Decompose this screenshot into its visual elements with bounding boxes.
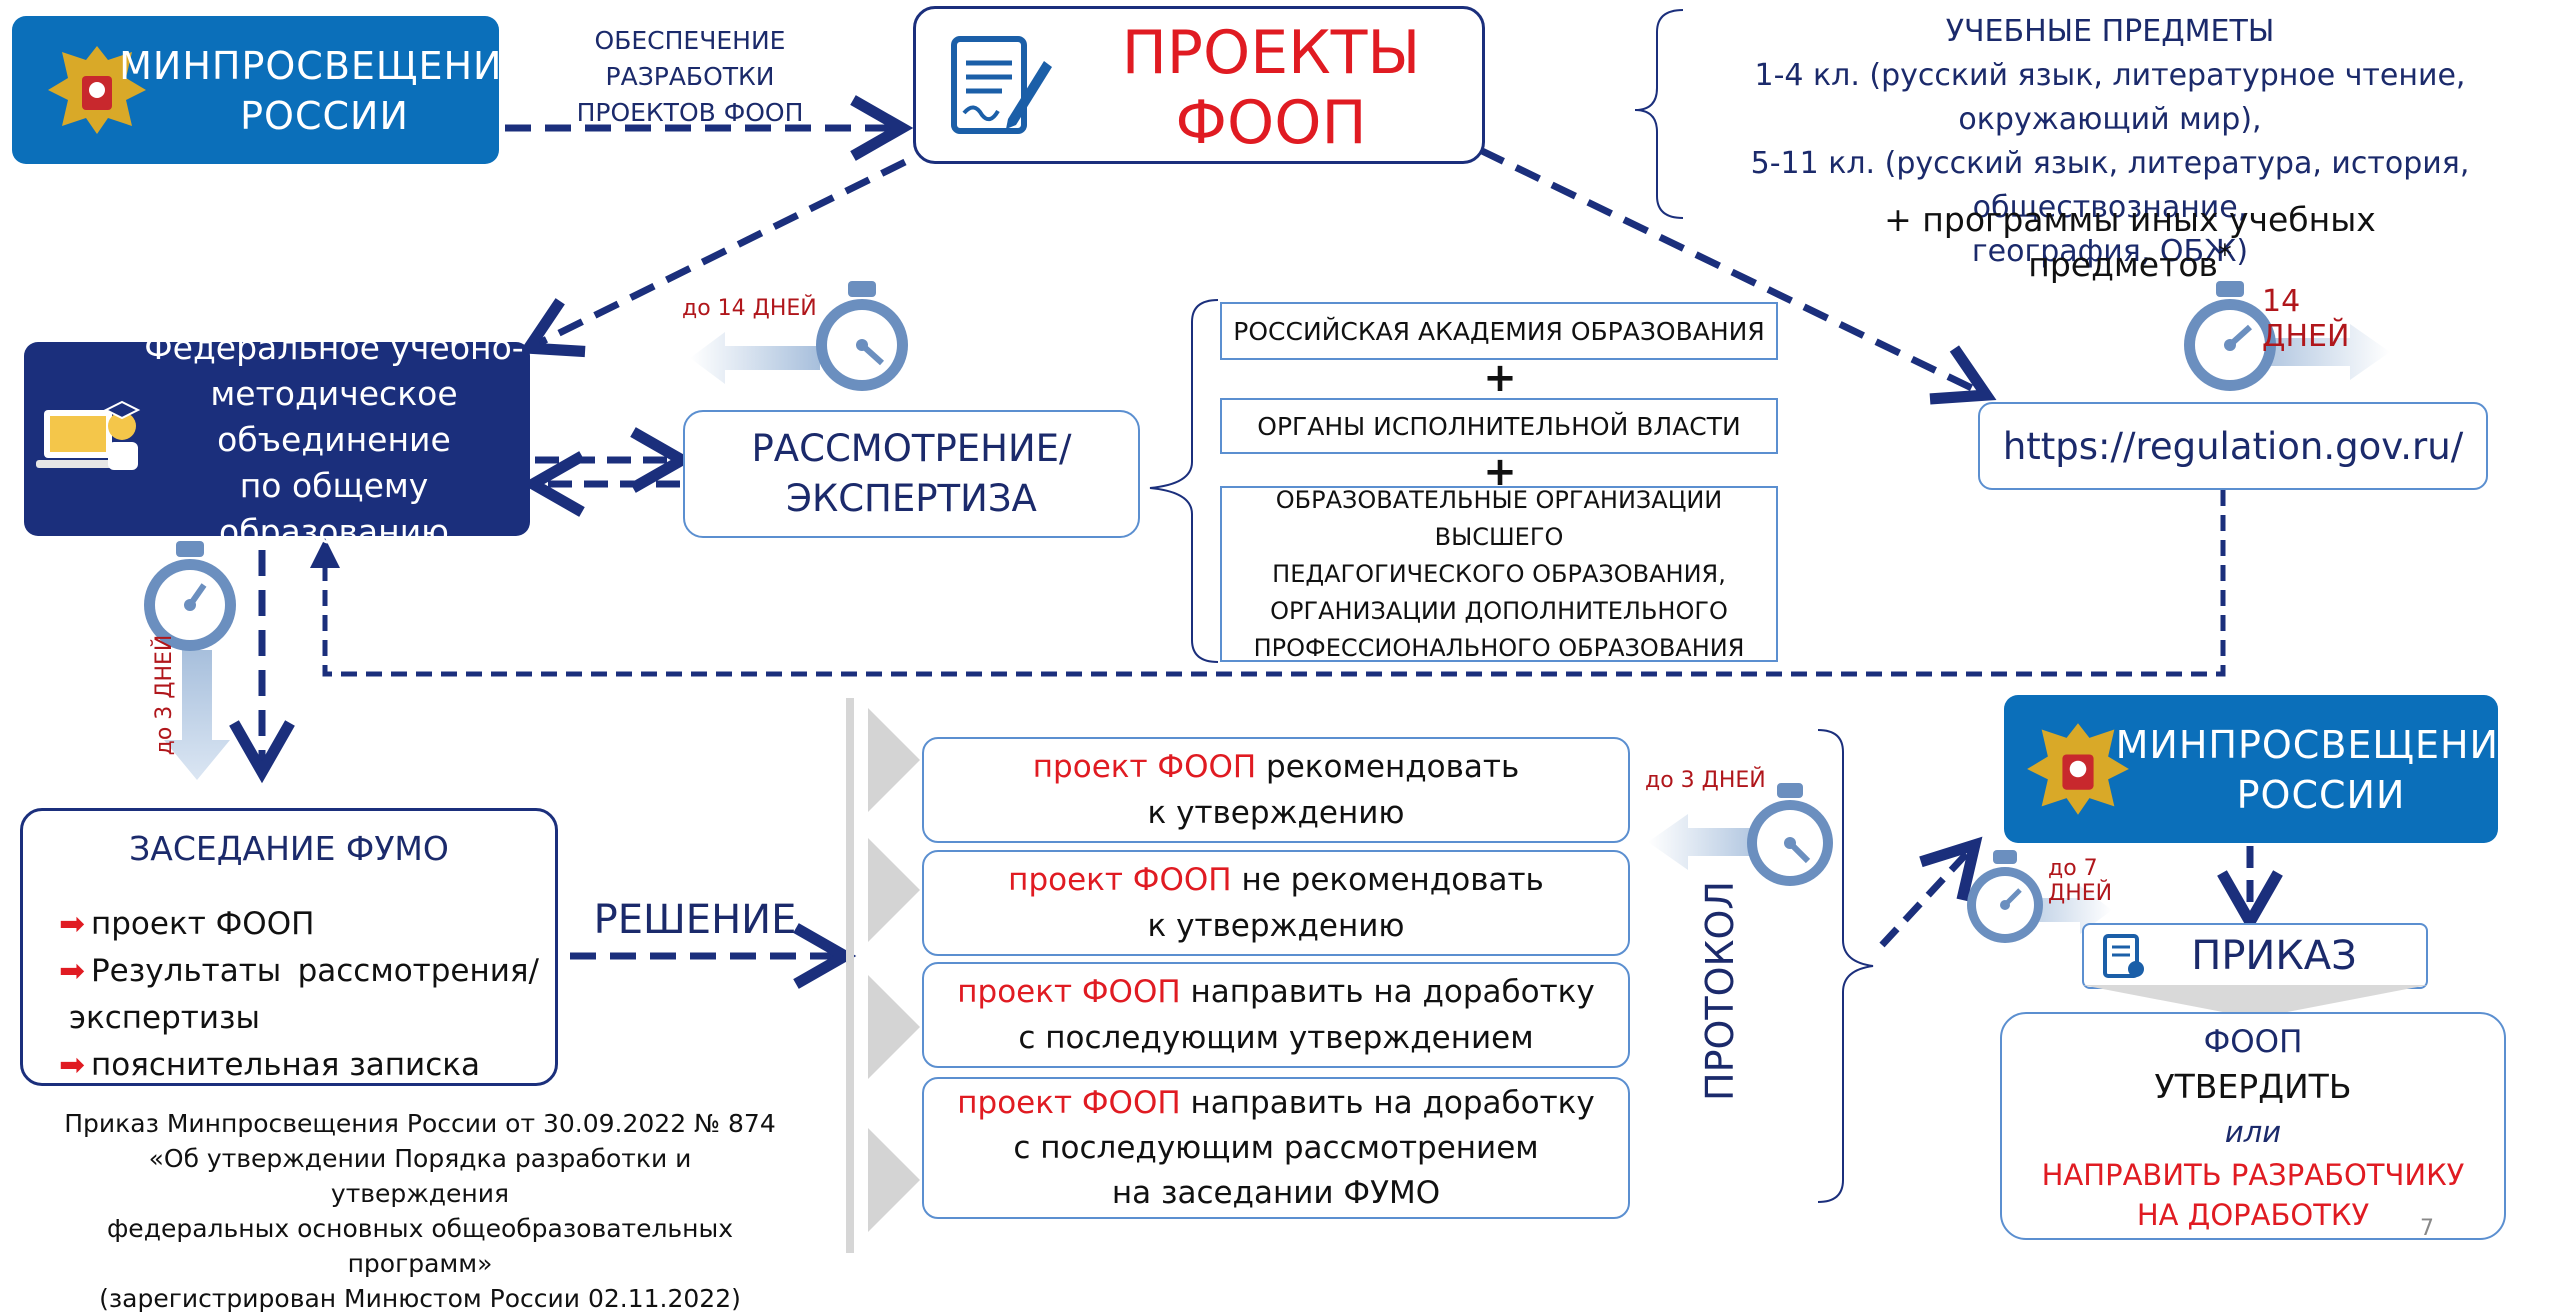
connector-layer <box>144 9 2390 1253</box>
stopwatch-icon <box>1967 850 2043 943</box>
timer-arrow-regulation <box>2250 324 2390 380</box>
review-line2: ЭКСПЕРТИЗА <box>786 477 1037 520</box>
timer-arrow-meeting <box>164 650 230 780</box>
expert-authorities: ОРГАНЫ ИСПОЛНИТЕЛЬНОЙ ВЛАСТИ <box>1220 398 1778 454</box>
chevron <box>868 1128 920 1232</box>
brace-subjects <box>1634 9 1684 219</box>
decision-separator <box>846 698 854 1253</box>
subjects-extra-text: + программы иных учебных предметов <box>1884 200 2376 284</box>
coat-of-arms-icon <box>48 46 146 134</box>
ministry-bottom-line1: МИНПРОСВЕЩЕНИЯ <box>2115 723 2527 767</box>
footnote-line4: (зарегистрирован Минюстом России 02.11.2… <box>99 1284 741 1313</box>
stopwatch-icon <box>1747 783 1833 886</box>
meeting-item: ➡пояснительная записка <box>59 1042 549 1089</box>
decision-option-3: проект ФООП направить на доработку с пос… <box>922 962 1630 1068</box>
result-line2: УТВЕРДИТЬ <box>2154 1067 2352 1106</box>
chevron <box>868 975 920 1079</box>
review-line1: РАССМОТРЕНИЕ/ <box>751 427 1072 470</box>
decision-option-1: проект ФООП рекомендовать к утверждению <box>922 737 1630 843</box>
arrow-projects-to-regulation <box>1478 146 1997 405</box>
subjects-line3: география, ОБЖ) <box>1971 234 2249 269</box>
projects-foop-box: ПРОЕКТЫ ФООП <box>913 6 1485 164</box>
expert-orgs-line2: ПЕДАГОГИЧЕСКОГО ОБРАЗОВАНИЯ, <box>1272 559 1726 588</box>
decision-label: РЕШЕНИЕ <box>593 897 797 943</box>
chevron <box>868 708 920 812</box>
arrow-protocol-to-ministry <box>1879 836 1983 948</box>
stopwatch-icon <box>2184 281 2276 391</box>
ministry-box-top: МИНПРОСВЕЩЕНИЯ РОССИИ <box>12 16 529 164</box>
red-arrow-icon: ➡ <box>59 953 85 989</box>
arrow-regulation-to-fumo <box>310 490 2226 677</box>
decision-option-2: проект ФООП не рекомендовать к утвержден… <box>922 850 1630 956</box>
fumo-box: Федеральное учебно- методическое объедин… <box>24 328 530 551</box>
support-label: ОБЕСПЕЧЕНИЕ РАЗРАБОТКИ ПРОЕКТОВ ФООП <box>520 26 860 127</box>
review-box: РАССМОТРЕНИЕ/ ЭКСПЕРТИЗА <box>683 410 1140 538</box>
expert-rao: РОССИЙСКАЯ АКАДЕМИЯ ОБРАЗОВАНИЯ <box>1220 302 1778 360</box>
projects-title: ПРОЕКТЫ ФООП <box>1121 18 1421 158</box>
teacher-computer-icon <box>36 400 141 470</box>
expert-orgs-line3: ОРГАНИЗАЦИИ ДОПОЛНИТЕЛЬНОГО <box>1270 596 1728 625</box>
subjects-line1: 1-4 кл. (русский язык, литературное чтен… <box>1754 58 2466 137</box>
expert-plus-1: + <box>1483 355 1517 401</box>
subjects-extra: + программы иных учебных предметов* <box>1780 200 2480 284</box>
expert-orgs-line4: ПРОФЕССИОНАЛЬНОГО ОБРАЗОВАНИЯ <box>1253 633 1745 662</box>
page-number: 7 <box>2420 1216 2434 1241</box>
stopwatch-icon <box>144 541 236 651</box>
red-arrow-icon: ➡ <box>59 906 85 942</box>
subjects-extra-star: * <box>2217 239 2232 271</box>
protocol-label: ПРОТОКОЛ <box>1698 881 1742 1101</box>
ministry-bottom-line2: РОССИИ <box>2236 773 2406 817</box>
ministry-top-line2: РОССИИ <box>240 94 409 138</box>
footnote: Приказ Минпросвещения России от 30.09.20… <box>60 1106 780 1316</box>
result-line5: НА ДОРАБОТКУ <box>2136 1198 2370 1232</box>
regulation-days: 14 ДНЕЙ <box>2262 284 2350 354</box>
support-label-line2: ПРОЕКТОВ ФООП <box>576 98 804 127</box>
subjects-title: УЧЕБНЫЕ ПРЕДМЕТЫ <box>1945 14 2275 49</box>
subjects-line2: 5-11 кл. (русский язык, литература, исто… <box>1750 146 2470 225</box>
regulation-url[interactable]: https://regulation.gov.ru/ <box>1978 402 2488 490</box>
chevron <box>868 838 920 942</box>
expert-orgs-line1: ОБРАЗОВАТЕЛЬНЫЕ ОРГАНИЗАЦИИ ВЫСШЕГО <box>1275 485 1723 551</box>
certificate-icon <box>2103 934 2144 978</box>
ministry-bottom-days: до 7 ДНЕЙ <box>2048 856 2113 906</box>
footnote-line1: Приказ Минпросвещения России от 30.09.20… <box>64 1109 776 1138</box>
meeting-item: ➡проект ФООП <box>59 901 549 948</box>
order-shadow <box>2082 985 2428 1013</box>
fumo-line3: по общему образованию <box>219 466 449 551</box>
review-days: до 14 ДНЕЙ <box>682 296 817 321</box>
timer-arrow-review <box>690 332 820 384</box>
red-arrow-icon: ➡ <box>59 1047 85 1083</box>
decision-option-4: проект ФООП направить на доработку с пос… <box>922 1077 1630 1219</box>
order-box: ПРИКАЗ <box>2082 923 2428 989</box>
fumo-line1: Федеральное учебно- <box>144 328 524 367</box>
result-box: ФООП УТВЕРДИТЬ или НАПРАВИТЬ РАЗРАБОТЧИК… <box>2000 1012 2506 1240</box>
fumo-line2: методическое объединение <box>210 374 458 459</box>
meeting-days: до 3 ДНЕЙ <box>151 634 177 756</box>
brace-decisions <box>1817 729 1874 1203</box>
ministry-top-line1: МИНПРОСВЕЩЕНИЯ <box>119 44 530 88</box>
coat-of-arms-icon <box>2027 723 2129 815</box>
meeting-title: ЗАСЕДАНИЕ ФУМО <box>129 828 449 868</box>
timer-arrow-protocol <box>1648 814 1770 870</box>
footnote-line2: «Об утверждении Порядка разработки и утв… <box>148 1144 692 1208</box>
expert-orgs: ОБРАЗОВАТЕЛЬНЫЕ ОРГАНИЗАЦИИ ВЫСШЕГО ПЕДА… <box>1220 486 1778 662</box>
result-line1: ФООП <box>2203 1024 2303 1060</box>
subjects-block: УЧЕБНЫЕ ПРЕДМЕТЫ 1-4 кл. (русский язык, … <box>1670 10 2550 269</box>
arrow-projects-to-fumo <box>518 158 907 358</box>
stopwatch-icon <box>816 281 908 391</box>
support-label-line1: ОБЕСПЕЧЕНИЕ РАЗРАБОТКИ <box>594 26 786 91</box>
document-sign-icon <box>951 36 1052 134</box>
brace-experts <box>1149 299 1219 663</box>
order-title: ПРИКАЗ <box>2191 933 2357 979</box>
result-line4: НАПРАВИТЬ РАЗРАБОТЧИКУ <box>2041 1158 2465 1192</box>
meeting-item-cont: экспертизы <box>69 1000 260 1036</box>
result-line3: или <box>2224 1115 2282 1149</box>
ministry-box-bottom: МИНПРОСВЕЩЕНИЯ РОССИИ <box>2004 695 2525 843</box>
protocol-days: до 3 ДНЕЙ <box>1645 768 1766 793</box>
footnote-line3: федеральных основных общеобразовательных… <box>106 1214 734 1278</box>
